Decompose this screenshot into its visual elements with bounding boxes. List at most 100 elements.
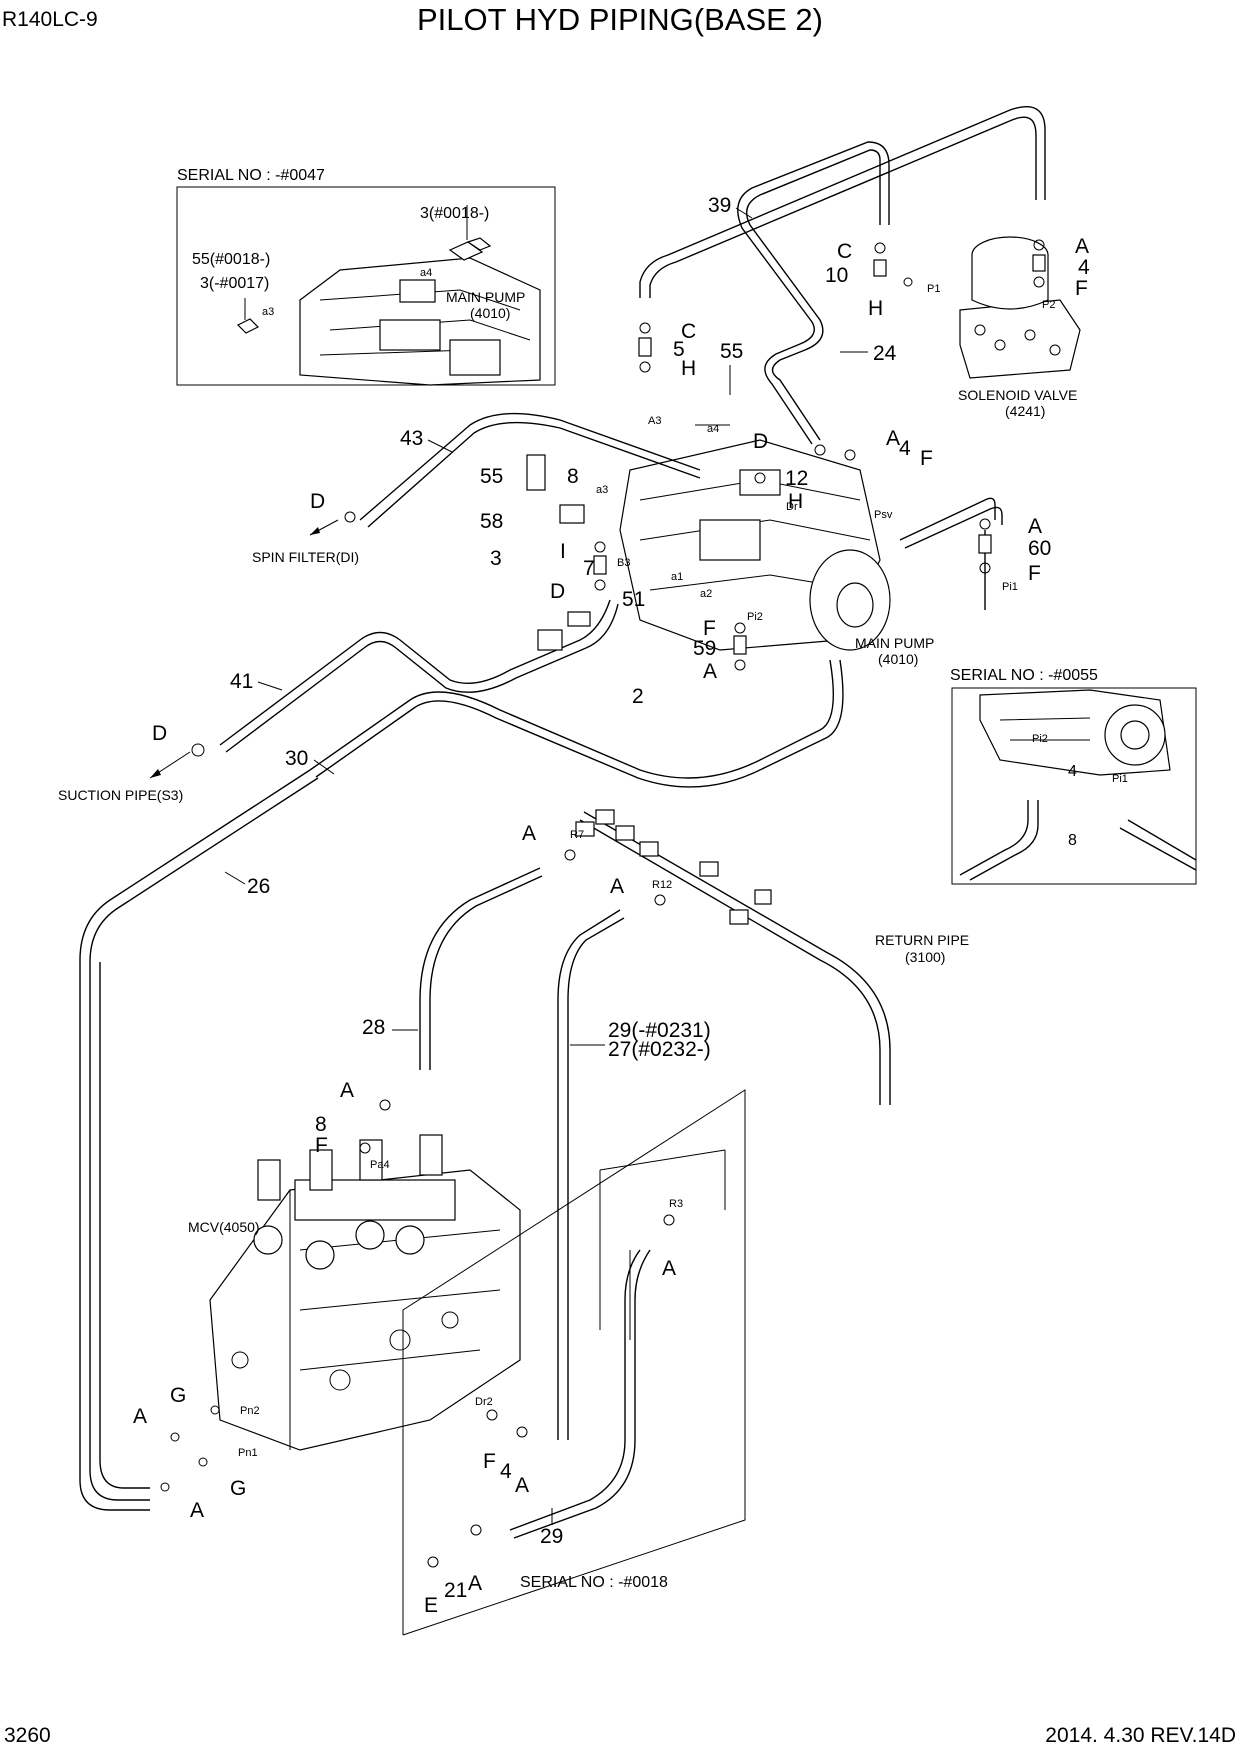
inset-pump-label: MAIN PUMP [446,289,525,305]
callout-4-solenoid: 4 [1078,256,1090,279]
destination-labels: SPIN FILTER(DI) SUCTION PIPE(S3) RETURN … [58,519,969,965]
port-dr: Dr [786,501,798,513]
inset-serial-0047: SERIAL NO : -#0047 3(#0018-) 55(#0018-) … [176,167,556,386]
key-a-4: A [703,660,717,683]
port-psv: Psv [874,509,893,521]
bottom-frame: SERIAL NO : -#0018 [402,1089,746,1636]
port-a2: a2 [700,588,712,600]
callout-2: 2 [632,685,644,708]
main-pump-number: (4010) [878,651,918,667]
key-a-8: A [133,1405,147,1428]
key-a-1: A [1075,235,1089,258]
revision-label: 2014. 4.30 REV.14D [1045,1724,1236,1747]
callout-27: 27(#0232-) [608,1038,711,1061]
key-f-2: F [920,447,933,470]
main-pump-label: MAIN PUMP [855,635,934,651]
callout-43: 43 [400,427,423,450]
callout-60: 60 [1028,537,1051,560]
fittings [160,239,1046,1568]
port-r3: R3 [669,1198,683,1210]
port-a3-upper: A3 [648,415,661,427]
callout-30: 30 [285,747,308,770]
page-title: PILOT HYD PIPING(BASE 2) [417,2,823,37]
key-h-2: H [681,357,696,380]
callout-26: 26 [247,875,270,898]
port-pi2-inset: Pi2 [1032,733,1048,745]
suction-pipe-label: SUCTION PIPE(S3) [58,787,183,803]
port-labels: P1 P2 A3 a4 a3 B3 a1 a2 Dr Psv Pi1 Pi2 R… [238,283,1055,1459]
main-pump: MAIN PUMP (4010) [619,439,934,667]
port-p2: P2 [1042,299,1055,311]
callout-3: 3 [490,547,502,570]
key-a-3: A [1028,515,1042,538]
key-g-2: G [230,1477,246,1500]
port-a3-inset: a3 [262,306,274,318]
inset-right-serial: SERIAL NO : -#0055 [950,667,1098,684]
key-a-7: A [340,1079,354,1102]
key-f-6: F [483,1450,496,1473]
page-number: 3260 [4,1724,51,1747]
key-a-5: A [522,822,536,845]
key-g-1: G [170,1384,186,1407]
key-a-11: A [662,1257,676,1280]
port-a4: a4 [707,423,719,435]
port-r7: R7 [570,829,584,841]
mcv-label: MCV(4050) [188,1219,260,1235]
port-b3: B3 [617,557,630,569]
callout-29: 29 [540,1525,563,1548]
inset-serial-label: SERIAL NO : -#0047 [177,167,325,184]
key-f-5: F [315,1134,328,1157]
port-a3: a3 [596,484,608,496]
key-d-4: D [152,722,167,745]
callout-29-serial: 29(-#0231) [608,1019,711,1042]
callout-8-mcv: 8 [315,1113,327,1136]
callout-55b: 55 [480,465,503,488]
key-d-1: D [753,430,768,453]
callout-3b-serial: 3(-#0017) [200,275,269,292]
port-pn2: Pn2 [240,1405,260,1417]
solenoid-valve: SOLENOID VALVE (4241) [958,236,1081,419]
key-f-3: F [1028,562,1041,585]
spin-filter-label: SPIN FILTER(DI) [252,549,359,565]
callout-24: 24 [873,342,897,365]
callout-41: 41 [230,670,253,693]
callout-58: 58 [480,510,503,533]
key-h-1: H [868,297,883,320]
callout-55: 55 [720,340,743,363]
key-c-1: C [837,240,852,263]
callouts: 39 24 43 41 30 26 28 29(-#0231) 27(#0232… [133,194,1090,1617]
key-h-3: H [788,490,803,513]
callout-7: 7 [583,557,595,580]
key-d-3: D [550,580,565,603]
callout-59: 59 [693,637,716,660]
callout-39: 39 [708,194,731,217]
key-i-1: I [560,540,566,563]
callout-10: 10 [825,264,848,287]
callout-4-pump: 4 [899,437,911,460]
callout-8-inset: 8 [1068,832,1077,849]
port-pn1: Pn1 [238,1447,258,1459]
model-label: R140LC-9 [2,8,98,31]
port-r12: R12 [652,879,672,891]
port-a4-inset: a4 [420,267,432,279]
callout-51: 51 [622,588,645,611]
return-pipe-number: (3100) [905,949,945,965]
port-p1: P1 [927,283,940,295]
pipes [79,106,1046,1539]
solenoid-number: (4241) [1005,403,1045,419]
port-a1: a1 [671,571,683,583]
key-e-1: E [424,1594,438,1617]
callout-5: 5 [673,338,685,361]
port-pa4: Pa4 [370,1159,390,1171]
callout-4-mcv: 4 [500,1460,512,1483]
callout-12: 12 [785,467,808,490]
port-pi1-inset: Pi1 [1112,773,1128,785]
inset-pump-number: (4010) [470,305,510,321]
port-pi1: Pi1 [1002,581,1018,593]
key-c-2: C [681,320,696,343]
callout-4-inset: 4 [1068,763,1077,780]
key-a-10: A [515,1474,529,1497]
key-f-4: F [703,617,716,640]
callout-21: 21 [444,1579,467,1602]
return-pipe-label: RETURN PIPE [875,932,969,948]
